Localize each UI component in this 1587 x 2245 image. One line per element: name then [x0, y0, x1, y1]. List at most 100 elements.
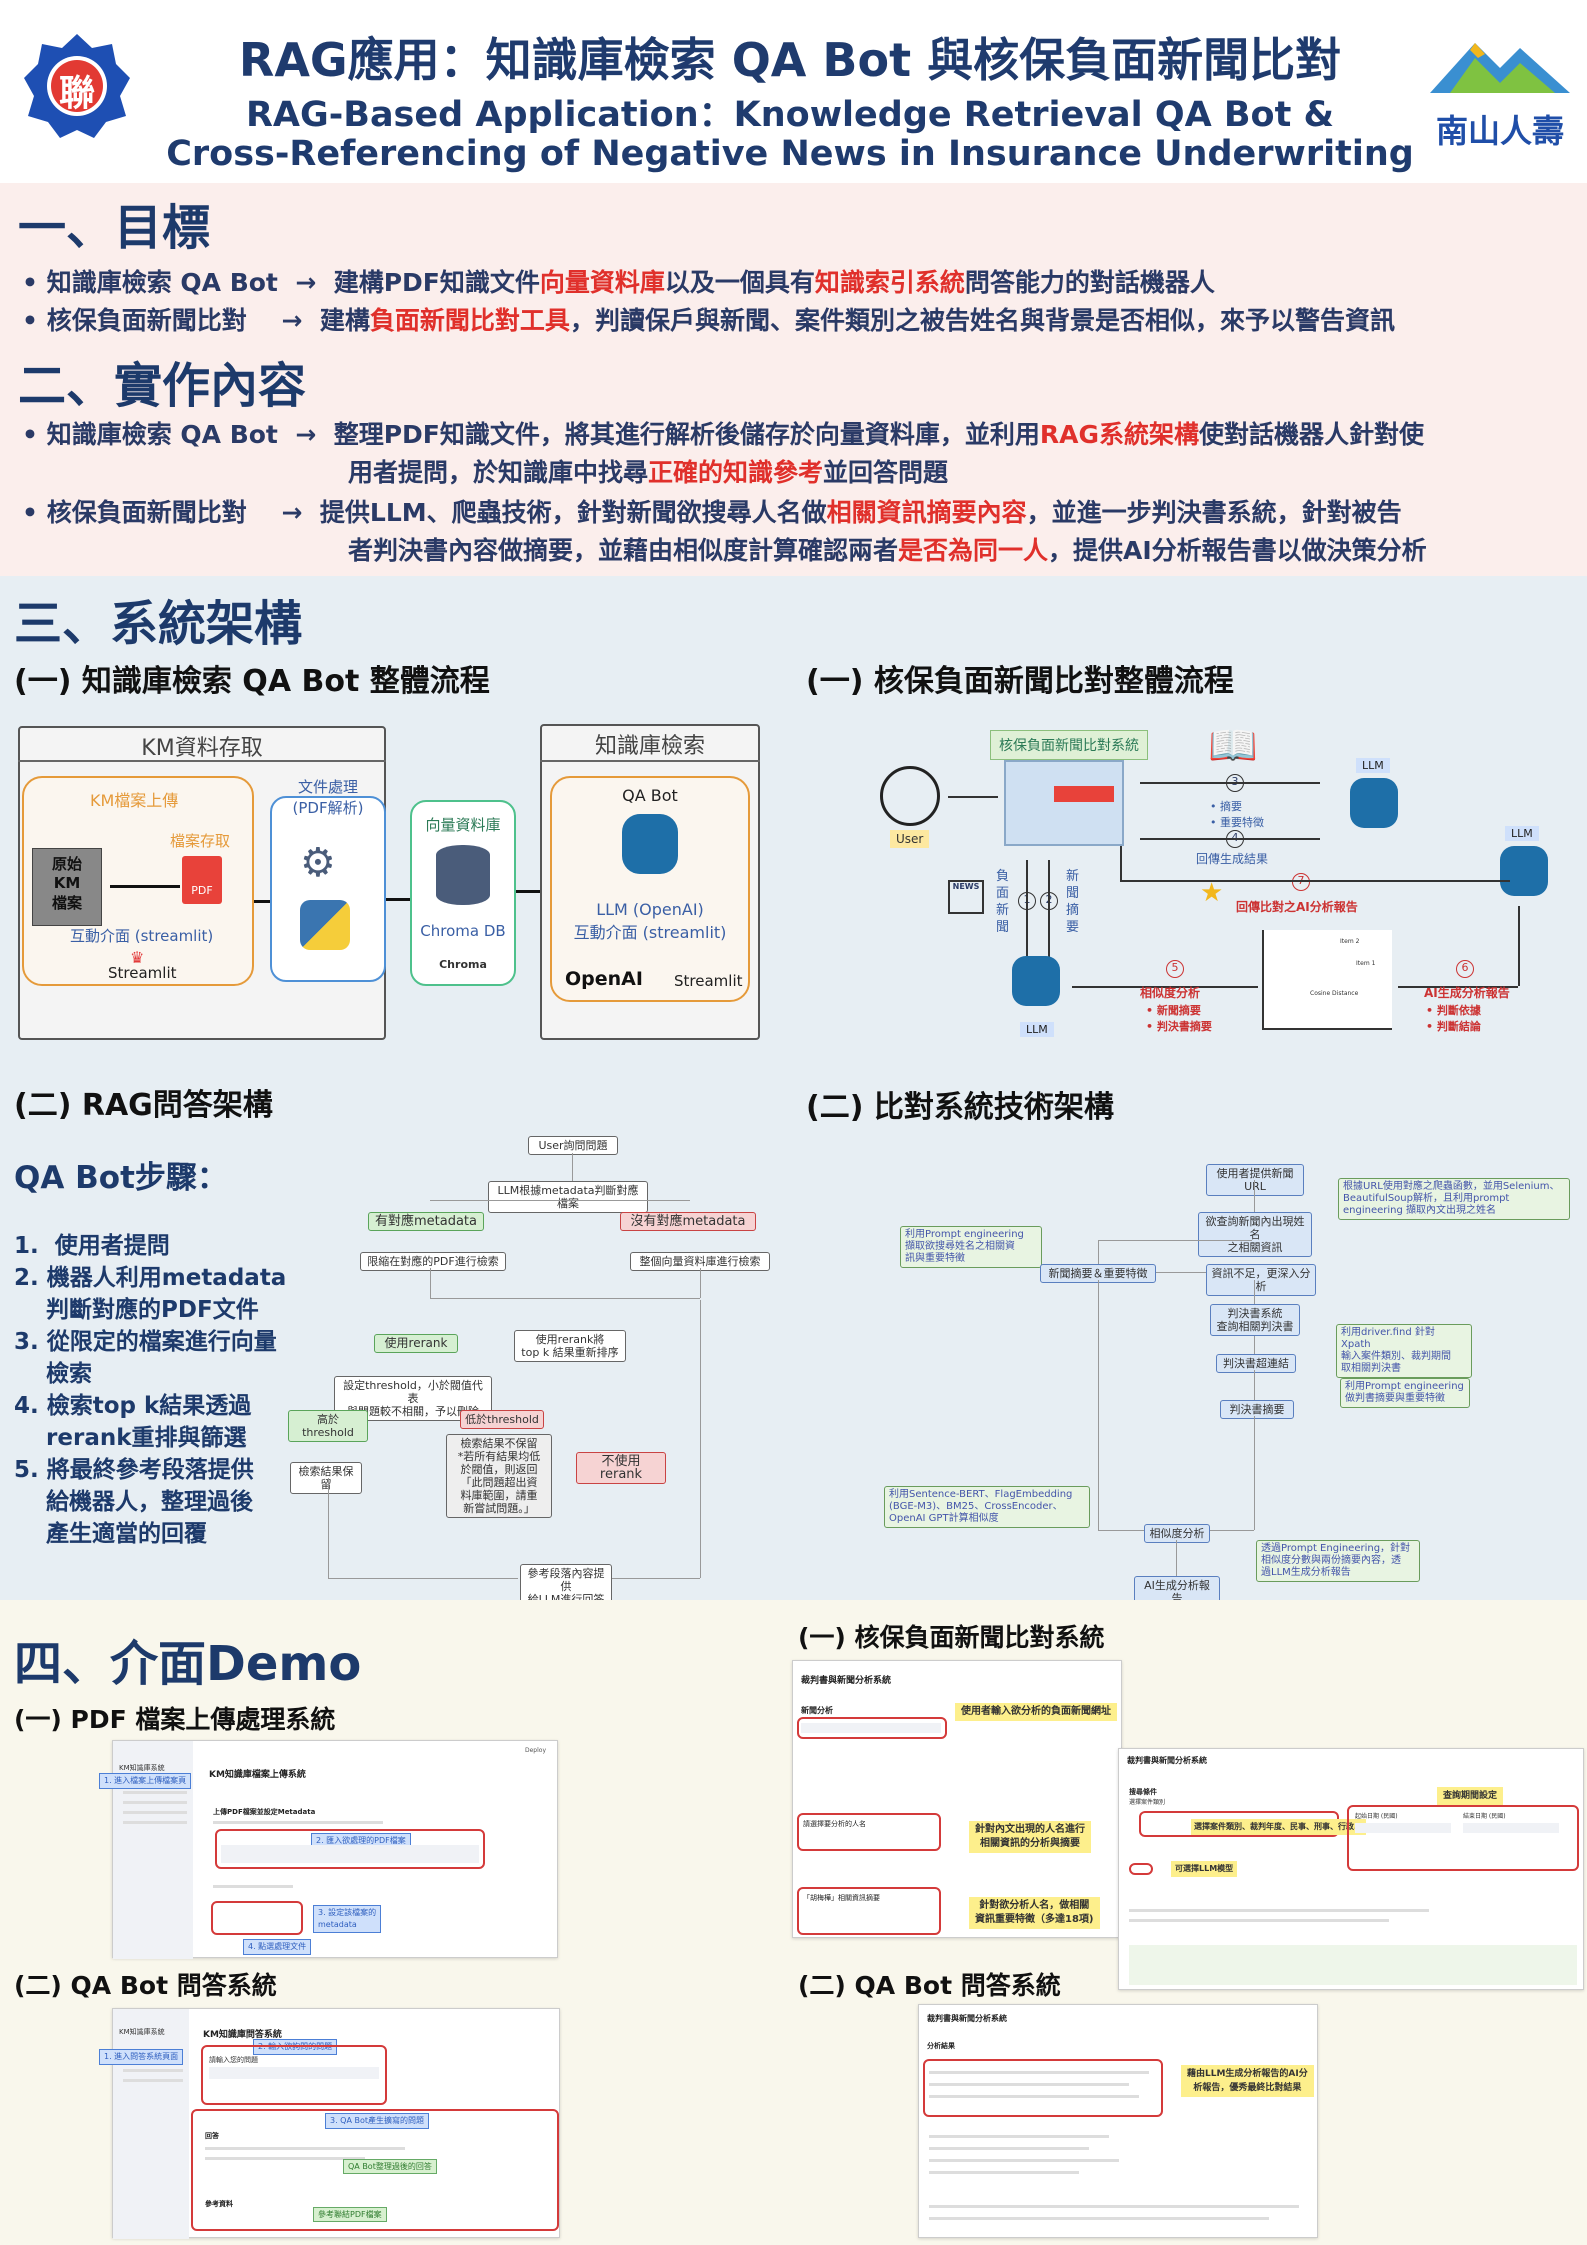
openai-logo: OpenAI	[565, 968, 643, 990]
arrow	[254, 900, 270, 903]
logo-left-glyph: 聯	[58, 73, 95, 114]
question-input[interactable]	[209, 2067, 379, 2079]
result-box	[1129, 1945, 1577, 1985]
robot-icon	[1012, 956, 1060, 1006]
fc-url: 使用者提供新聞URL	[1206, 1164, 1304, 1196]
highlight: RAG系統架構	[1039, 420, 1199, 449]
text-line	[929, 2135, 1109, 2138]
url-input[interactable]	[801, 1723, 941, 1733]
item1: Item 1	[1356, 960, 1376, 967]
arch-sub3: (二) RAG問答架構	[14, 1088, 273, 1123]
note-driver: 利用driver.find 針對 Xpath 輸入案件類別、裁判期間 取相關判決…	[1336, 1324, 1472, 1378]
database-icon	[436, 845, 490, 905]
connector	[328, 1578, 518, 1579]
title-zh: RAG應用：知識庫檢索 QA Bot 與核保負面新聞比對	[238, 33, 1342, 87]
cos: Cosine Distance	[1310, 990, 1359, 997]
highlight: 相關資訊摘要內容	[826, 498, 1027, 527]
gear-icon: ⚙	[300, 840, 336, 886]
ui-label: 互動介面 (streamlit)	[70, 927, 214, 945]
ai-b: 判斷結論	[1436, 1020, 1481, 1033]
ai-a: 判斷依據	[1436, 1004, 1481, 1017]
text-line	[929, 2171, 1079, 2174]
sidebar-item[interactable]	[123, 1821, 187, 1824]
demo-sub2: (二) QA Bot 問答系統	[14, 1971, 277, 2000]
text-line	[929, 2147, 1089, 2150]
arrow	[386, 898, 410, 901]
sidebar-item[interactable]	[123, 1811, 187, 1814]
km-store-label: KM資料存取	[141, 736, 263, 761]
arrow	[1140, 838, 1320, 840]
star-icon: ★	[1200, 878, 1224, 908]
tag-1: 1. 進入問答系統頁面	[99, 2049, 184, 2065]
step: 3. 從限定的檔案進行向量 檢索	[14, 1329, 277, 1387]
llm-label: LLM (OpenAI) 互動介面 (streamlit)	[573, 900, 727, 942]
impl-item-1: • 知識庫檢索 QA Bot → 整理PDF知識文件，將其進行解析後儲存於向量資…	[22, 420, 1424, 449]
title-en-1: RAG-Based Application：Knowledge Retrieva…	[245, 95, 1335, 135]
system-window-bar	[1054, 786, 1114, 802]
main-title: KM知識庫檔案上傳系統	[209, 1770, 306, 1780]
fc-none: 檢索結果不保留 *若所有結果均低 於閥值，則返回 「此問題超出資 料庫範圍，請重…	[446, 1434, 552, 1518]
yellow-tag-4: 選擇案件類別、裁判年度、民事、刑事、行政...	[1191, 1819, 1367, 1835]
fc-rerank: 使用rerank將 top k 結果重新排序	[514, 1330, 626, 1362]
fc-lack: 資訊不足，更深入分析	[1206, 1264, 1316, 1296]
tag-4: 4. 點選處理文件	[243, 1939, 312, 1955]
end-select[interactable]	[1463, 1823, 1559, 1833]
connector	[1098, 1240, 1252, 1241]
text: 整理PDF知識文件，將其進行解析後儲存於向量資料庫，並利用	[333, 420, 1040, 449]
start-label: 起始日期 (民國)	[1355, 1813, 1398, 1820]
arch-sub1: (一) 知識庫檢索 QA Bot 整體流程	[14, 664, 490, 699]
system-label: 核保負面新聞比對系統	[990, 730, 1148, 760]
proc-box	[270, 796, 386, 982]
report-label: 回傳比對之AI分析報告	[1236, 900, 1358, 914]
robot-icon	[1500, 846, 1548, 896]
upload-area[interactable]	[221, 1845, 479, 1863]
logo-right: 南山人壽	[1420, 28, 1580, 150]
deploy-button[interactable]: Deploy	[525, 1747, 547, 1754]
connector	[430, 1200, 690, 1201]
arrow	[1398, 986, 1518, 988]
impl-item-2-line2: 者判決書內容做摘要，並藉由相似度計算確認兩者是否為同一人，提供AI分析報告書以做…	[348, 532, 1578, 570]
connector	[1098, 1280, 1099, 1530]
main-title: KM知識庫問答系統	[203, 2030, 282, 2040]
streamlit-label: Streamlit	[108, 964, 177, 982]
yellow-tag-1: 使用者輸入欲分析的負面新聞網址	[955, 1703, 1117, 1721]
connector	[1098, 1240, 1099, 1264]
result-title: 分析結果	[927, 2042, 955, 2050]
fc-no-meta: 沒有對應metadata	[620, 1212, 756, 1231]
text: 者判決書內容做摘要，並藉由相似度計算確認兩者	[348, 536, 899, 565]
demo-sub4: (二) QA Bot 問答系統	[798, 1971, 1061, 2000]
vdb-label: 向量資料庫	[425, 816, 501, 834]
fc-user: User詢問問題	[528, 1136, 618, 1155]
qa-bot-screenshot: KM知識庫系統 1. 進入問答系統頁面 KM知識庫問答系統 2. 輸入欲詢問的問…	[99, 2008, 560, 2239]
text-line	[929, 2217, 1269, 2220]
arrow: →	[281, 306, 303, 335]
start-select[interactable]	[1355, 1823, 1451, 1833]
ai-report-screenshot: 裁判書與新聞分析系統 分析結果 藉由LLM生成分析報告的AI分 析報告，優秀最終…	[918, 2004, 1318, 2238]
llm-tag-3: LLM	[1020, 1022, 1054, 1037]
fc-meta: LLM根據metadata判斷對應檔案	[488, 1181, 648, 1213]
sidebar-item[interactable]	[123, 2079, 183, 2082]
streamlit-icon: ♛	[130, 948, 145, 967]
llm-tag-1: LLM	[1356, 758, 1390, 773]
app-title: 裁判書與新聞分析系統	[1127, 1756, 1207, 1765]
text: 建構PDF知識文件	[333, 268, 540, 297]
answer-label: 回答	[205, 2132, 219, 2140]
item2: Item 2	[1340, 938, 1360, 945]
sidebar-item[interactable]	[123, 1791, 187, 1794]
news-analysis-screenshot: 裁判書與新聞分析系統 新聞分析 使用者輸入欲分析的負面新聞網址 請選擇要分析的人…	[792, 1660, 1122, 1938]
text: ，判讀保戶與新聞、案件類別之被告姓名與背景是否相似，來予以警告資訊	[569, 306, 1395, 335]
sidebar-item[interactable]	[123, 2069, 183, 2072]
date-highlight	[1347, 1805, 1579, 1871]
chroma-label: Chroma DB	[420, 922, 506, 940]
side-title: KM知識庫系統	[119, 1764, 165, 1772]
fc-low: 低於threshold	[460, 1410, 544, 1429]
header-band	[0, 0, 1587, 183]
section-title: 新聞分析	[801, 1706, 833, 1715]
sidebar-item[interactable]	[123, 1801, 187, 1804]
tag-1: 1. 進入檔案上傳檔案頁	[99, 1773, 192, 1789]
arrow	[1140, 782, 1320, 784]
quote-label: 「胡梅樺」相關資訊摘要	[803, 1894, 880, 1902]
arrow	[1120, 880, 1510, 882]
connector	[1254, 1336, 1255, 1354]
fc-link: 判決書超連結	[1216, 1354, 1296, 1373]
